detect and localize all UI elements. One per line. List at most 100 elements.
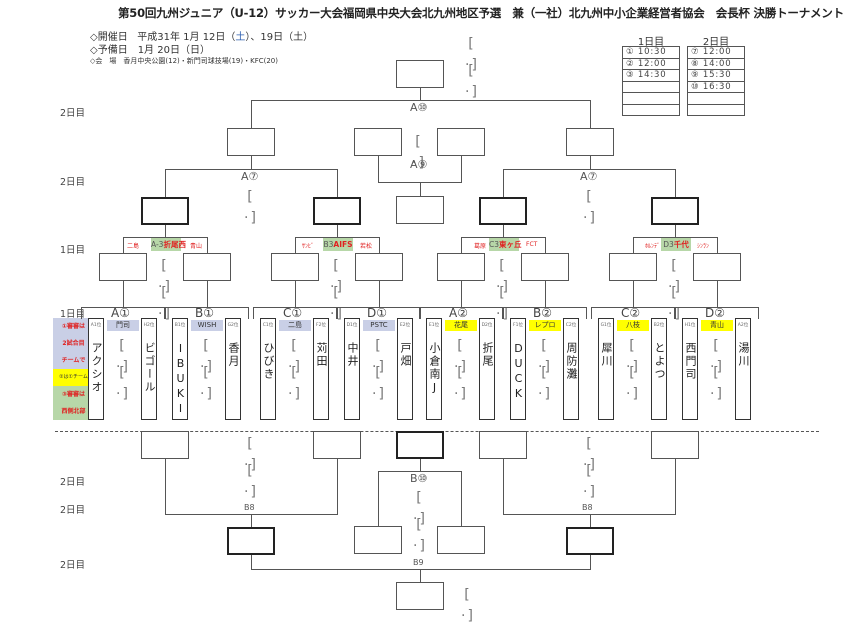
score-bracket[interactable]	[152, 282, 178, 303]
b-entry-box[interactable]	[141, 431, 189, 459]
team-right[interactable]: D2位折尾	[479, 318, 495, 420]
team-name: ひびき	[262, 342, 275, 381]
bracket-line	[336, 307, 338, 319]
score-bracket[interactable]	[448, 362, 474, 383]
score-bracket[interactable]	[448, 335, 474, 356]
score-bracket[interactable]	[662, 282, 688, 303]
bracket-line	[248, 307, 250, 319]
quarterfinal-box[interactable]	[141, 197, 189, 225]
team-left[interactable]: E1位小倉南J	[426, 318, 442, 420]
team-name: 折尾	[481, 342, 494, 368]
referee-team: 二島	[279, 320, 311, 331]
score-bracket[interactable]	[238, 186, 264, 207]
seed-match-box[interactable]	[99, 253, 147, 281]
score-bracket[interactable]	[407, 487, 433, 508]
a-semifinal-box-left[interactable]	[227, 128, 275, 156]
team-left[interactable]: C1位ひびき	[260, 318, 276, 420]
score-bracket[interactable]	[194, 335, 220, 356]
seed-tag-left: ﾎﾙﾝﾃﾞ	[645, 243, 661, 250]
score-bracket[interactable]	[366, 362, 392, 383]
score-bracket[interactable]	[324, 255, 350, 276]
score-bracket[interactable]	[455, 584, 481, 605]
b8-winner-box[interactable]	[566, 527, 614, 555]
score-bracket[interactable]	[406, 131, 432, 152]
score-bracket[interactable]	[238, 433, 264, 454]
score-bracket[interactable]	[407, 514, 433, 535]
team-left[interactable]: H1位西門司	[682, 318, 698, 420]
score-bracket[interactable]	[459, 60, 485, 81]
b-entry-box[interactable]	[479, 431, 527, 459]
score-bracket[interactable]	[459, 33, 485, 54]
score-bracket[interactable]	[238, 460, 264, 481]
quarterfinal-box[interactable]	[479, 197, 527, 225]
team-right[interactable]: F2位苅田	[313, 318, 329, 420]
quarterfinal-box[interactable]	[651, 197, 699, 225]
a9-winner-box[interactable]	[396, 196, 444, 224]
team-right[interactable]: B2位とよつ	[651, 318, 667, 420]
score-bracket[interactable]	[324, 282, 350, 303]
score-bracket[interactable]	[194, 362, 220, 383]
a-semifinal-box-right[interactable]	[566, 128, 614, 156]
team-right[interactable]: G2位香月	[225, 318, 241, 420]
seed-match-box[interactable]	[609, 253, 657, 281]
match-label-a7-left: A⑦	[241, 170, 259, 183]
team-position: E2位	[399, 323, 411, 328]
score-bracket[interactable]	[662, 255, 688, 276]
team-right[interactable]: C2位周防灘	[563, 318, 579, 420]
b10-box-left[interactable]	[354, 526, 402, 554]
note-line: チームで	[53, 352, 94, 369]
score-bracket[interactable]	[577, 460, 603, 481]
team-left[interactable]: A1位アクシオ	[88, 318, 104, 420]
score-bracket[interactable]	[152, 255, 178, 276]
team-right[interactable]: E2位戸畑	[397, 318, 413, 420]
seed-match-box[interactable]	[693, 253, 741, 281]
b10-box-right[interactable]	[437, 526, 485, 554]
bracket-line	[586, 307, 588, 319]
score-bracket[interactable]	[704, 335, 730, 356]
score-bracket[interactable]	[110, 362, 136, 383]
bracket-line	[503, 225, 505, 237]
score-bracket[interactable]	[366, 335, 392, 356]
seed-match-box[interactable]	[521, 253, 569, 281]
a-final-winner-box[interactable]	[396, 60, 444, 88]
a9-box-left[interactable]	[354, 128, 402, 156]
seed-match-box[interactable]	[271, 253, 319, 281]
team-position: A1位	[90, 323, 102, 328]
b-entry-box[interactable]	[651, 431, 699, 459]
seed-match-box[interactable]	[183, 253, 231, 281]
score-bracket[interactable]	[620, 362, 646, 383]
team-right[interactable]: H2位ビゴール	[141, 318, 157, 420]
score-bracket[interactable]	[110, 335, 136, 356]
score-bracket[interactable]	[532, 335, 558, 356]
team-name: 小倉南J	[428, 342, 441, 396]
seed-match-box[interactable]	[437, 253, 485, 281]
team-right[interactable]: A2位湯川	[735, 318, 751, 420]
b-final-winner-box[interactable]	[396, 431, 444, 459]
score-bracket[interactable]	[490, 255, 516, 276]
match-label-b8-left: B8	[244, 503, 255, 512]
b9-winner-box[interactable]	[396, 582, 444, 610]
score-bracket[interactable]	[704, 362, 730, 383]
dates-label: ◇開催日	[90, 32, 128, 43]
quarterfinal-box[interactable]	[313, 197, 361, 225]
schedule-cell: ⑧ 14:00	[687, 57, 745, 70]
seed-match-box[interactable]	[355, 253, 403, 281]
b-entry-box[interactable]	[313, 431, 361, 459]
team-position: C1位	[262, 323, 274, 328]
score-bracket[interactable]	[577, 186, 603, 207]
bracket-line	[717, 237, 719, 253]
team-left[interactable]: D1位中井	[344, 318, 360, 420]
score-bracket[interactable]	[282, 335, 308, 356]
score-bracket[interactable]	[620, 335, 646, 356]
score-bracket[interactable]	[577, 433, 603, 454]
score-bracket[interactable]	[490, 282, 516, 303]
bracket-line	[378, 471, 462, 473]
a9-box-right[interactable]	[437, 128, 485, 156]
team-left[interactable]: G1位犀川	[598, 318, 614, 420]
score-bracket[interactable]	[532, 362, 558, 383]
match-label-a7-right: A⑦	[580, 170, 598, 183]
score-bracket[interactable]	[282, 362, 308, 383]
b8-winner-box[interactable]	[227, 527, 275, 555]
